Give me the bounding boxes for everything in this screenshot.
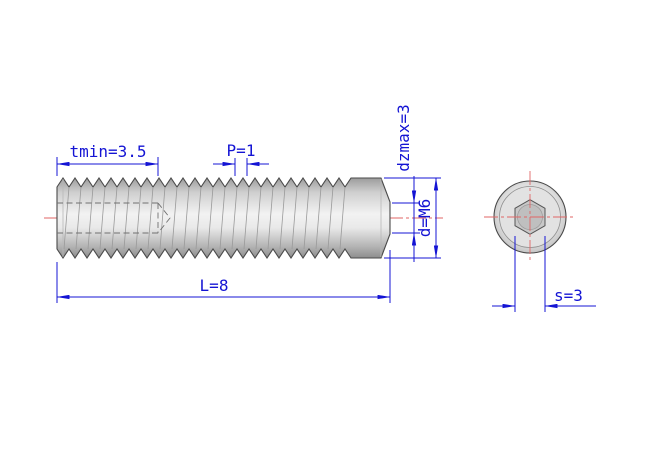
thread-line [219,186,226,250]
thread-line [63,186,70,250]
dimension-dzmax: dzmax=3 [392,104,420,262]
thread-line [135,186,142,250]
thread-line [327,186,334,250]
thread-line [303,186,310,250]
dimensions: tmin=3.5 P=1 dzmax=3 d= [56,104,596,312]
dimension-length: L=8 [56,250,391,303]
thread-line [147,186,154,250]
dim-label-dzmax: dzmax=3 [394,104,413,171]
thread-line [183,186,190,250]
thread-line [255,186,262,250]
thread-line [315,186,322,250]
dim-label-pitch: P=1 [227,141,256,160]
thread-line [339,186,346,250]
dimension-pitch: P=1 [213,141,269,176]
thread-line [87,186,94,250]
dim-label-socket-width: s=3 [554,286,583,305]
thread-line [207,186,214,250]
dimension-diameter: d=M6 [384,177,441,259]
socket-drill-cone [157,202,171,234]
end-view [484,171,576,263]
thread-line [159,186,166,250]
dimension-tmin: tmin=3.5 [56,142,159,176]
thread-line [195,186,202,250]
thread-line [291,186,298,250]
thread-line [171,186,178,250]
thread-line [99,186,106,250]
thread-line [75,186,82,250]
side-view [44,177,443,259]
thread-line [267,186,274,250]
thread-line [279,186,286,250]
dim-label-tmin: tmin=3.5 [69,142,146,161]
dim-label-diameter: d=M6 [415,199,434,238]
thread-line [243,186,250,250]
thread-line [111,186,118,250]
dim-label-length: L=8 [200,276,229,295]
thread-line [231,186,238,250]
dimension-socket-width: s=3 [492,236,596,312]
thread-line [123,186,130,250]
thread-flank-lines [63,186,346,250]
hex-socket-hidden-lines [57,202,171,234]
